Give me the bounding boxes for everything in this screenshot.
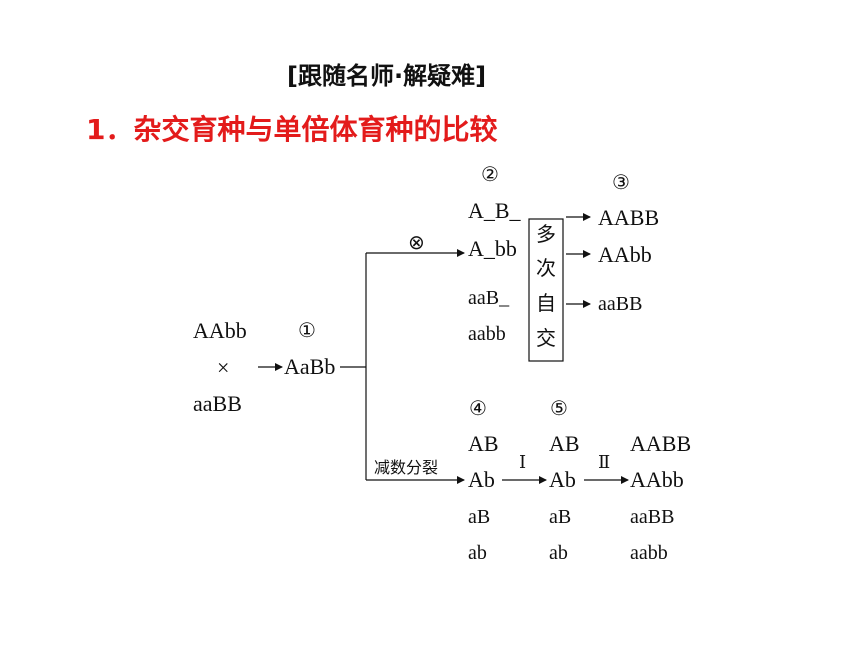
meiosis-label: 减数分裂	[374, 458, 439, 477]
step-I-label: Ⅰ	[519, 452, 527, 472]
pure-line: aaBB	[598, 293, 643, 315]
step-II-label: Ⅱ	[598, 452, 611, 472]
f2-genotype: A_B_	[468, 198, 521, 223]
gamete: AB	[468, 431, 499, 456]
haploid: Ab	[549, 467, 576, 492]
section-header: [跟随名师·解疑难]	[287, 62, 487, 90]
haploid: aB	[549, 506, 572, 528]
label-5: ⑤	[550, 396, 568, 420]
doubled-genotype: AABB	[630, 431, 692, 456]
page-title: 1．杂交育种与单倍体育种的比较	[86, 113, 498, 146]
gamete: ab	[468, 542, 487, 564]
parent-1: AAbb	[193, 318, 247, 343]
f2-genotype: aabb	[468, 323, 506, 345]
gamete: aB	[468, 506, 491, 528]
selfing-symbol: ⊗	[408, 230, 425, 254]
repeated-selfing-box	[528, 218, 564, 362]
gamete: Ab	[468, 467, 495, 492]
label-4: ④	[469, 396, 487, 420]
box-char: 自	[536, 291, 556, 315]
pure-line: AAbb	[598, 242, 652, 267]
doubled-genotype: AAbb	[630, 467, 684, 492]
box-char: 交	[536, 326, 556, 350]
f1-genotype: AaBb	[284, 354, 336, 379]
label-2: ②	[481, 162, 499, 186]
label-3: ③	[612, 170, 630, 194]
label-1: ①	[298, 318, 316, 342]
f2-genotype: aaB_	[468, 287, 510, 309]
parent-2: aaBB	[193, 391, 242, 416]
doubled-genotype: aaBB	[630, 506, 675, 528]
box-char: 多	[536, 222, 556, 246]
f2-genotype: A_bb	[468, 236, 517, 261]
cross-symbol: ×	[217, 355, 230, 380]
doubled-genotype: aabb	[630, 542, 668, 564]
box-char: 次	[536, 256, 556, 280]
pure-line: AABB	[598, 205, 660, 230]
haploid: AB	[549, 431, 580, 456]
haploid: ab	[549, 542, 568, 564]
